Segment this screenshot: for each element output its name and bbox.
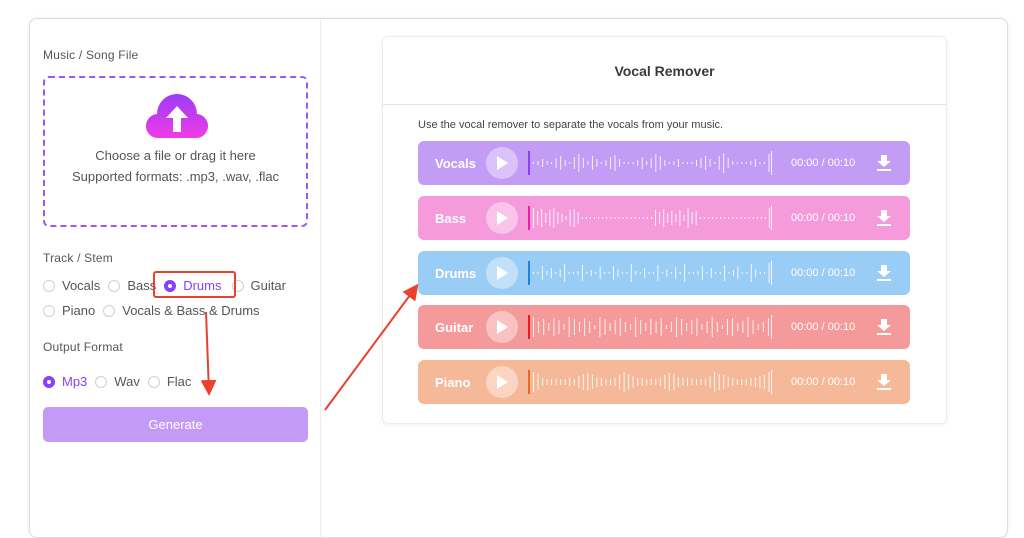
play-button[interactable] bbox=[486, 147, 518, 179]
cloud-upload-icon bbox=[145, 94, 209, 139]
play-button[interactable] bbox=[486, 366, 518, 398]
track-time: 00:00 / 00:10 bbox=[791, 321, 856, 333]
radio-dot bbox=[164, 279, 177, 292]
radio-label: Bass bbox=[127, 278, 157, 293]
dropzone-formats: Supported formats: .mp3, .wav, .flac bbox=[71, 169, 280, 184]
radio-label: Vocals & Bass & Drums bbox=[122, 303, 260, 318]
track-name: Drums bbox=[435, 265, 477, 281]
play-icon bbox=[497, 211, 508, 225]
track-name: Piano bbox=[435, 374, 471, 390]
track-row-piano: Piano 00:00 / 00:10 bbox=[418, 360, 910, 404]
play-button[interactable] bbox=[486, 202, 518, 234]
track-row-vocals: Vocals 00:00 / 00:10 bbox=[418, 141, 910, 185]
radio-vocals[interactable]: Vocals bbox=[43, 278, 100, 293]
track-name: Vocals bbox=[435, 155, 476, 171]
waveform-scrubber[interactable] bbox=[528, 259, 773, 287]
radio-bass[interactable]: Bass bbox=[108, 278, 156, 293]
radio-guitar[interactable]: Guitar bbox=[231, 278, 286, 293]
track-row-guitar: Guitar 00:00 / 00:10 bbox=[418, 305, 910, 349]
radio-dot bbox=[43, 304, 55, 317]
track-time: 00:00 / 00:10 bbox=[791, 267, 856, 279]
generate-button[interactable]: Generate bbox=[43, 407, 308, 442]
radio-wav[interactable]: Wav bbox=[95, 374, 140, 389]
radio-label: Drums bbox=[183, 278, 222, 293]
radio-label: Mp3 bbox=[62, 374, 88, 389]
radio-piano[interactable]: Piano bbox=[43, 303, 95, 318]
track-section-label: Track / Stem bbox=[43, 251, 113, 265]
radio-dot bbox=[43, 375, 55, 388]
radio-label: Piano bbox=[62, 303, 96, 318]
radio-dot bbox=[43, 279, 55, 292]
radio-label: Guitar bbox=[250, 278, 286, 293]
radio-flac[interactable]: Flac bbox=[147, 374, 192, 389]
download-icon bbox=[877, 265, 891, 281]
download-button[interactable] bbox=[876, 209, 892, 227]
dropzone-instruction: Choose a file or drag it here bbox=[95, 148, 256, 163]
download-button[interactable] bbox=[876, 318, 892, 336]
app-frame: Music / Song File Choose a file or drag … bbox=[29, 18, 1008, 538]
play-button[interactable] bbox=[486, 257, 518, 289]
radio-mp3[interactable]: Mp3 bbox=[43, 374, 87, 389]
waveform-scrubber[interactable] bbox=[528, 313, 773, 341]
vocal-remover-card: Vocal Remover Use the vocal remover to s… bbox=[382, 36, 947, 424]
play-button[interactable] bbox=[486, 311, 518, 343]
play-icon bbox=[497, 375, 508, 389]
card-title: Vocal Remover bbox=[383, 37, 946, 105]
radio-drums[interactable]: Drums bbox=[164, 278, 222, 293]
radio-label: Flac bbox=[166, 374, 192, 389]
track-name: Bass bbox=[435, 210, 467, 226]
download-button[interactable] bbox=[876, 373, 892, 391]
file-section-label: Music / Song File bbox=[43, 48, 139, 62]
download-icon bbox=[877, 319, 891, 335]
download-button[interactable] bbox=[876, 264, 892, 282]
radio-dot bbox=[231, 279, 244, 292]
track-name: Guitar bbox=[435, 319, 474, 335]
download-icon bbox=[877, 374, 891, 390]
waveform-scrubber[interactable] bbox=[528, 149, 773, 177]
play-icon bbox=[497, 266, 508, 280]
format-radio-row: Mp3 Wav Flac bbox=[43, 374, 199, 389]
track-time: 00:00 / 00:10 bbox=[791, 376, 856, 388]
radio-label: Vocals bbox=[62, 278, 101, 293]
left-panel: Music / Song File Choose a file or drag … bbox=[30, 19, 321, 537]
waveform-scrubber[interactable] bbox=[528, 204, 773, 232]
track-row-drums: Drums 00:00 / 00:10 bbox=[418, 251, 910, 295]
download-icon bbox=[877, 155, 891, 171]
track-time: 00:00 / 00:10 bbox=[791, 212, 856, 224]
format-section-label: Output Format bbox=[43, 340, 123, 354]
radio-dot bbox=[103, 304, 116, 317]
radio-vocals-bass-drums[interactable]: Vocals & Bass & Drums bbox=[103, 303, 260, 318]
track-row-bass: Bass 00:00 / 00:10 bbox=[418, 196, 910, 240]
track-time: 00:00 / 00:10 bbox=[791, 157, 856, 169]
download-button[interactable] bbox=[876, 154, 892, 172]
play-icon bbox=[497, 156, 508, 170]
download-icon bbox=[877, 210, 891, 226]
play-icon bbox=[497, 320, 508, 334]
radio-dot bbox=[95, 375, 108, 388]
radio-dot bbox=[147, 375, 160, 388]
track-radio-row-1: Vocals Bass Drums Guitar bbox=[43, 278, 294, 293]
radio-label: Wav bbox=[114, 374, 140, 389]
waveform-scrubber[interactable] bbox=[528, 368, 773, 396]
track-radio-row-2: Piano Vocals & Bass & Drums bbox=[43, 303, 268, 318]
card-description: Use the vocal remover to separate the vo… bbox=[418, 119, 724, 131]
radio-dot bbox=[108, 279, 121, 292]
file-dropzone[interactable]: Choose a file or drag it here Supported … bbox=[43, 76, 308, 227]
